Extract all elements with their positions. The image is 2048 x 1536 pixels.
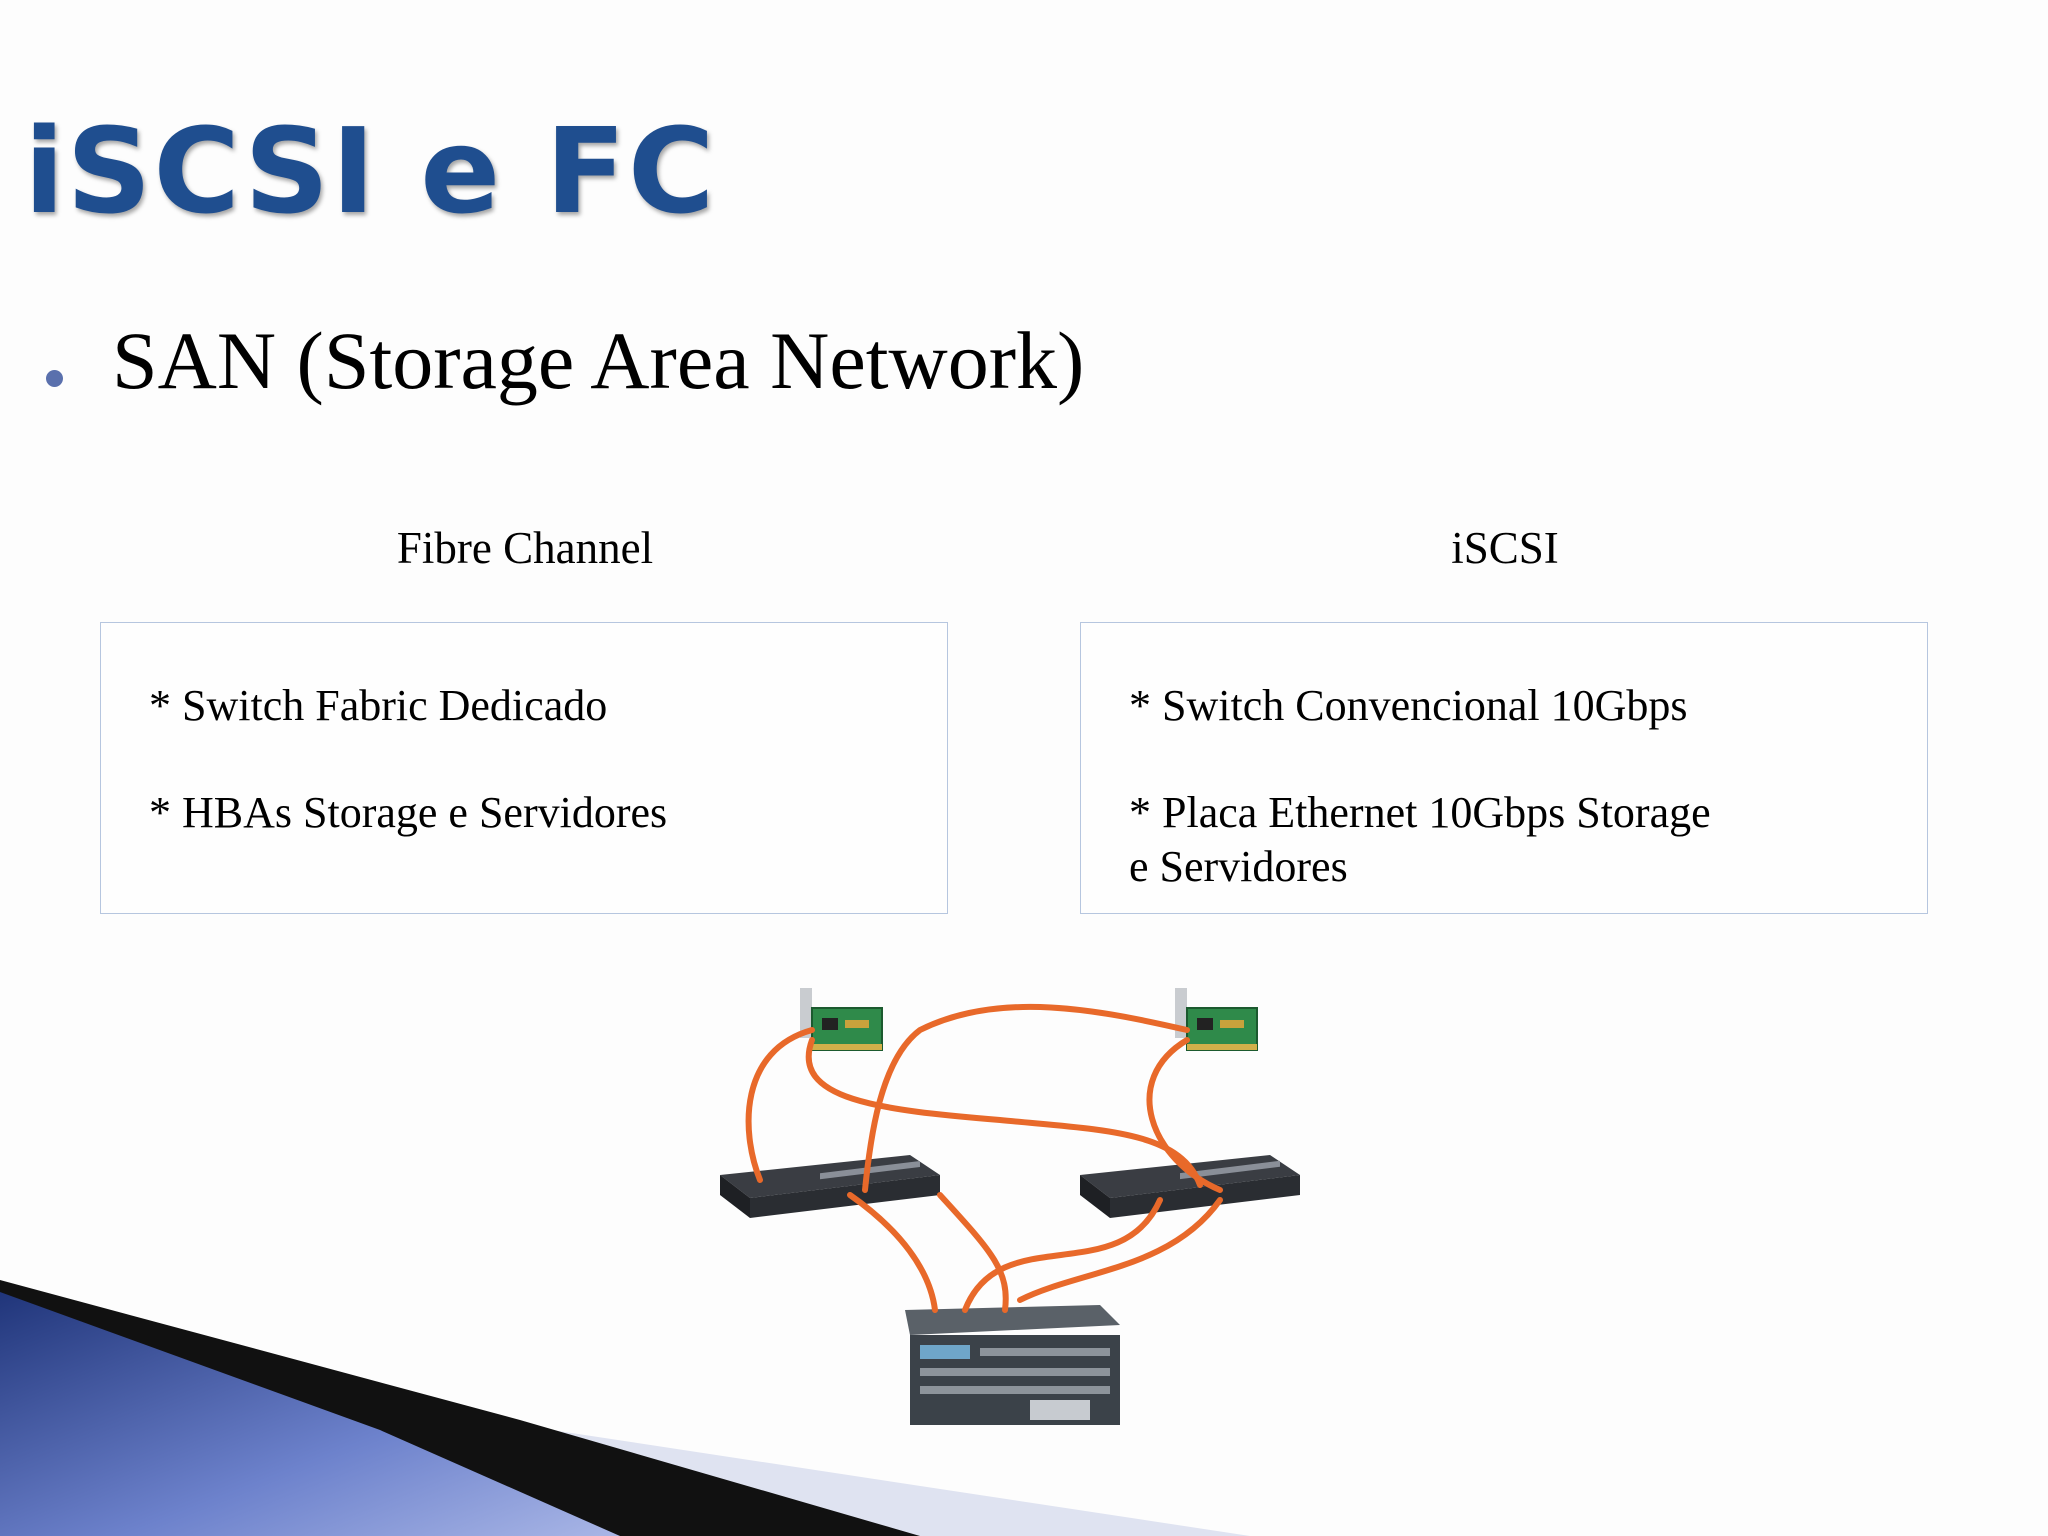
fibre-channel-heading: Fibre Channel [396,523,654,573]
fibre-channel-box: * Switch Fabric Dedicado * HBAs Storage … [100,622,948,914]
iscsi-heading: iSCSI [1451,523,1559,573]
hba-card-right-icon [1175,988,1258,1051]
iscsi-item-nic-cont: e Servidores [1129,842,1348,891]
bullet-text: SAN (Storage Area Network) [112,315,1085,406]
fiber-cables [745,1003,1223,1313]
decorative-swoosh [0,1280,1250,1536]
iscsi-item-switch: * Switch Convencional 10Gbps [1129,681,1688,730]
hba-card-left-icon [800,988,883,1051]
storage-array-icon [905,1305,1120,1425]
iscsi-box: * Switch Convencional 10Gbps * Placa Eth… [1080,622,1928,914]
iscsi-item-nic: * Placa Ethernet 10Gbps Storage [1129,788,1711,837]
fc-item-switch: * Switch Fabric Dedicado [149,681,608,730]
fc-item-hba: * HBAs Storage e Servidores [149,788,668,837]
bullet-dot [46,370,63,387]
switch-left-icon [720,1155,940,1218]
slide-title: iSCSI e FC [24,102,717,240]
san-diagram [720,988,1300,1425]
